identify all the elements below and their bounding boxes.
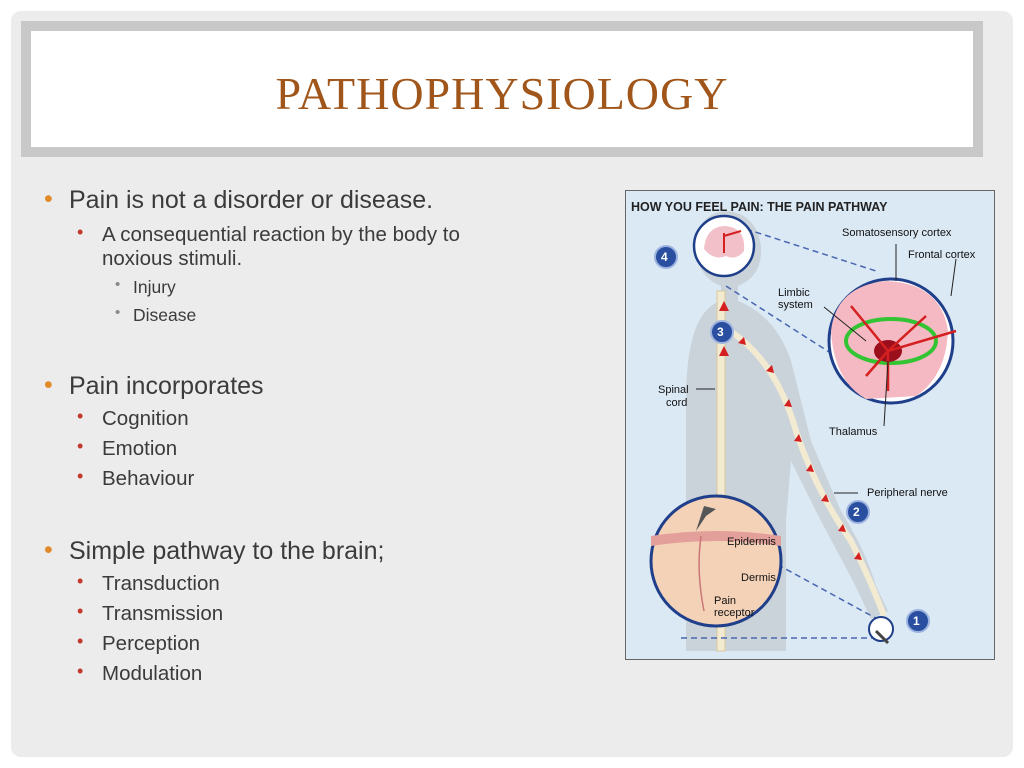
bullet-dot-icon: •	[44, 371, 53, 399]
bullet-2: •Pain incorporates	[44, 371, 264, 400]
bullet-2-item: •Behaviour	[77, 466, 195, 490]
bullet-3-item: •Modulation	[77, 661, 203, 685]
step-3: 3	[717, 325, 724, 339]
bullet-3-item: •Transduction	[77, 571, 220, 595]
title-box: PATHOPHYSIOLOGY	[31, 31, 973, 147]
bullet-dot-icon: •	[44, 536, 53, 564]
nail-small-icon	[874, 629, 890, 645]
label-spinal-2: cord	[666, 397, 688, 409]
limbic-system-ring	[844, 317, 938, 365]
brain-small-arrows	[723, 230, 742, 253]
label-peripheral-nerve: Peripheral nerve	[867, 487, 948, 499]
bullet-3-item: •Transmission	[77, 601, 224, 625]
brain-signal-arrows	[850, 305, 957, 391]
step-badges	[654, 245, 930, 633]
figure-title: HOW YOU FEEL PAIN: THE PAIN PATHWAY	[631, 200, 888, 214]
bullet-dot-icon: •	[77, 406, 84, 426]
bullet-1: •Pain is not a disorder or disease.	[44, 185, 434, 214]
slide-title: PATHOPHYSIOLOGY	[275, 68, 729, 119]
bullet-1-item: •Disease	[115, 304, 197, 325]
label-pain-1: Pain	[714, 595, 737, 607]
spinal-cord-shape	[716, 290, 726, 652]
receptor-circle	[868, 616, 894, 642]
signal-arrows	[719, 301, 862, 560]
bullet-2-item: •Emotion	[77, 436, 178, 460]
bullet-dot-icon: •	[77, 436, 84, 456]
label-pain-2: receptor	[714, 607, 755, 619]
bullet-2-item: •Cognition	[77, 406, 189, 430]
bullet-dot-icon: •	[77, 466, 84, 486]
pain-pathway-figure: HOW YOU FEEL PAIN: THE PAIN PATHWAY Soma…	[625, 190, 995, 660]
epidermis-layer	[651, 531, 781, 546]
leader-lines	[696, 244, 957, 494]
step-2: 2	[853, 505, 860, 519]
brain-detail	[831, 281, 948, 399]
bullet-dot-icon: •	[44, 185, 53, 213]
step-1: 1	[913, 614, 920, 628]
pain-receptor-nerve	[698, 535, 705, 612]
bullet-dot-icon: •	[115, 276, 121, 293]
bullet-1-sub: •A consequential reaction by the body to	[77, 222, 460, 246]
pain-pathway-illustration	[649, 211, 957, 652]
bullet-3-item: •Perception	[77, 631, 201, 655]
label-thalamus: Thalamus	[829, 426, 878, 438]
bullet-3: •Simple pathway to the brain;	[44, 536, 385, 565]
skin-detail-circle	[649, 494, 783, 628]
bullet-dot-icon: •	[77, 222, 84, 242]
step-4: 4	[661, 250, 668, 264]
nail-icon	[696, 506, 716, 531]
label-spinal-1: Spinal	[658, 384, 689, 396]
bullet-dot-icon: •	[77, 661, 84, 681]
bullet-1-sub-cont: noxious stimuli.	[102, 247, 243, 270]
label-dermis: Dermis	[741, 572, 776, 584]
label-frontal: Frontal cortex	[908, 249, 976, 261]
label-somatosensory: Somatosensory cortex	[842, 227, 952, 239]
bullet-dot-icon: •	[77, 601, 84, 621]
peripheral-nerve-shape	[728, 328, 887, 618]
bullet-list: •Pain is not a disorder or disease. •A c…	[44, 185, 584, 686]
bullet-dot-icon: •	[115, 304, 121, 321]
label-limbic-2: system	[778, 299, 813, 311]
bullet-dot-icon: •	[77, 631, 84, 651]
bullet-1-item: •Injury	[115, 276, 176, 297]
label-limbic-1: Limbic	[778, 287, 810, 299]
label-epidermis: Epidermis	[727, 536, 776, 548]
bullet-dot-icon: •	[77, 571, 84, 591]
